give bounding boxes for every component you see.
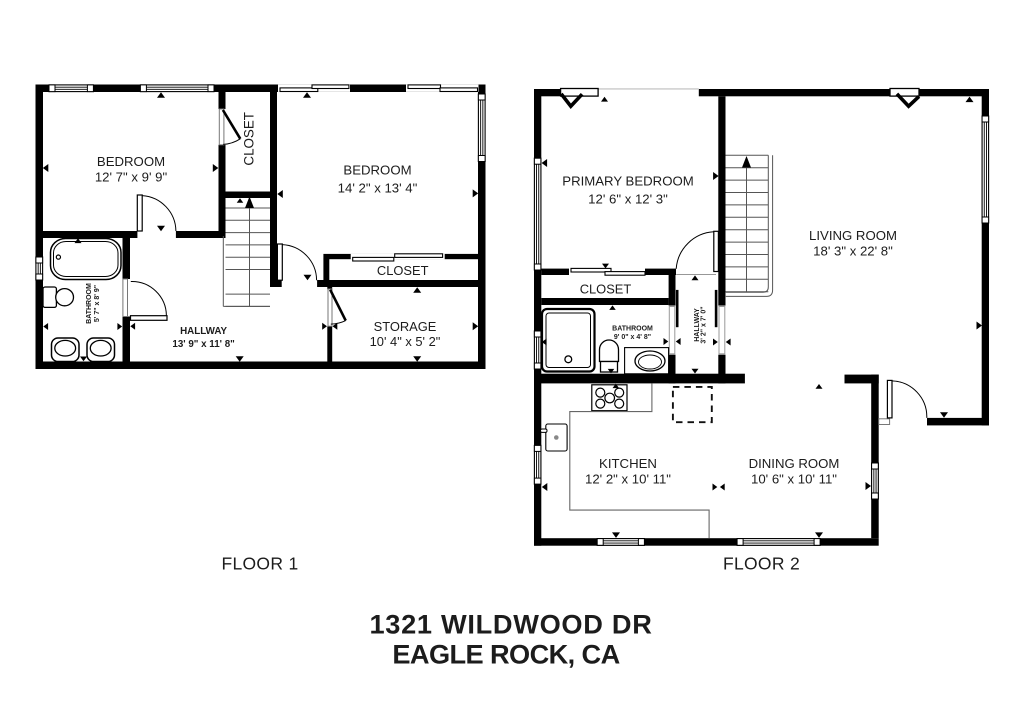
svg-text:CLOSET: CLOSET — [580, 281, 632, 296]
svg-text:10' 4" x 5' 2": 10' 4" x 5' 2" — [370, 334, 441, 349]
svg-text:12' 6" x 12' 3": 12' 6" x 12' 3" — [588, 192, 668, 207]
svg-text:9' 0" x 4' 8": 9' 0" x 4' 8" — [614, 334, 651, 341]
svg-text:DINING ROOM: DINING ROOM — [749, 456, 840, 471]
svg-text:3' 2" x 7' 0": 3' 2" x 7' 0" — [701, 306, 708, 343]
svg-text:KITCHEN: KITCHEN — [599, 456, 657, 471]
svg-text:12' 2" x 10' 11": 12' 2" x 10' 11" — [585, 472, 671, 487]
svg-text:BATHROOM: BATHROOM — [612, 326, 653, 333]
svg-text:HALLWAY: HALLWAY — [180, 326, 227, 337]
svg-text:FLOOR 2: FLOOR 2 — [723, 553, 800, 573]
svg-text:14' 2" x 13' 4": 14' 2" x 13' 4" — [338, 180, 418, 195]
svg-text:STORAGE: STORAGE — [374, 319, 437, 334]
svg-text:13' 9" x 11' 8": 13' 9" x 11' 8" — [172, 339, 234, 350]
svg-text:10' 6" x 10' 11": 10' 6" x 10' 11" — [751, 472, 837, 487]
svg-text:1321 WILDWOOD DR: 1321 WILDWOOD DR — [369, 609, 652, 640]
svg-text:5' 7" x 8' 9": 5' 7" x 8' 9" — [94, 285, 101, 322]
svg-text:18' 3" x 22' 8": 18' 3" x 22' 8" — [813, 244, 893, 259]
svg-text:BATHROOM: BATHROOM — [86, 283, 93, 324]
svg-text:BEDROOM: BEDROOM — [343, 163, 411, 178]
svg-text:HALLWAY: HALLWAY — [694, 308, 701, 342]
svg-text:EAGLE ROCK, CA: EAGLE ROCK, CA — [392, 639, 619, 670]
svg-text:LIVING ROOM: LIVING ROOM — [809, 228, 897, 243]
svg-text:CLOSET: CLOSET — [377, 263, 429, 278]
svg-text:PRIMARY BEDROOM: PRIMARY BEDROOM — [562, 174, 693, 189]
svg-text:FLOOR 1: FLOOR 1 — [222, 553, 299, 573]
svg-text:12' 7" x 9' 9": 12' 7" x 9' 9" — [95, 169, 168, 184]
svg-text:BEDROOM: BEDROOM — [97, 154, 165, 169]
svg-text:CLOSET: CLOSET — [242, 112, 257, 166]
